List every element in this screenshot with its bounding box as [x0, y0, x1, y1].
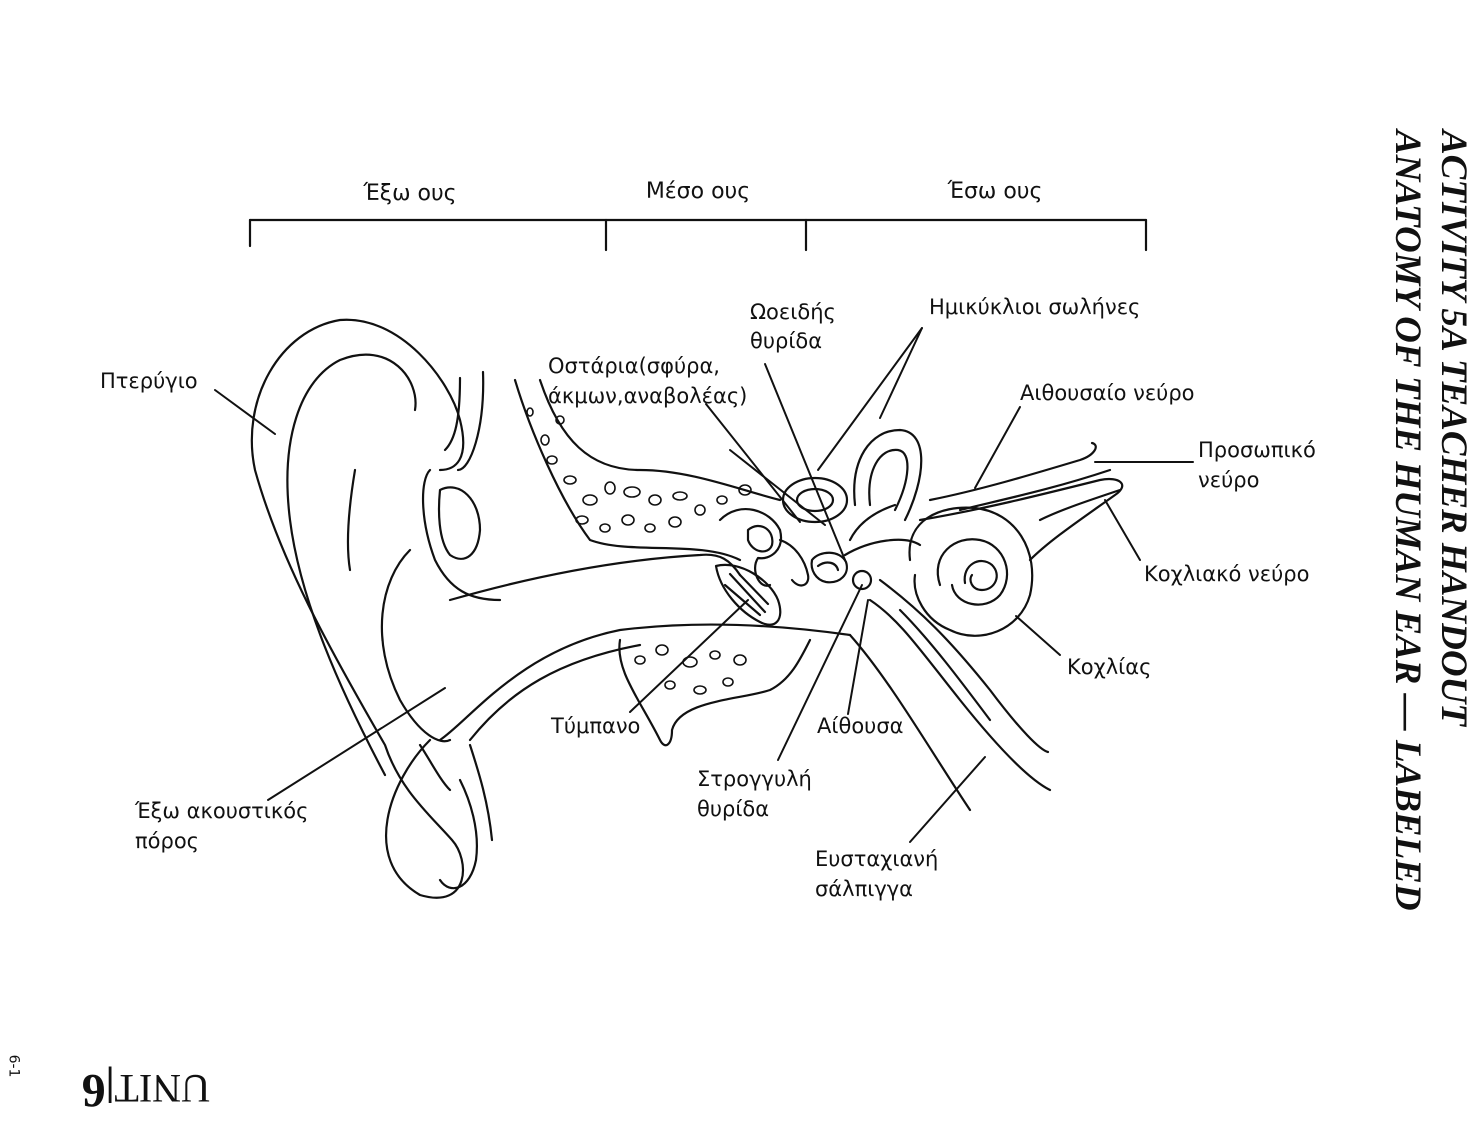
label-round-window-line2: θυρίδα: [697, 797, 770, 821]
label-vestibular-nerve: Αιθουσαίο νεύρο: [1020, 381, 1195, 405]
temporal-bone: [513, 378, 812, 747]
bone-texture: [526, 407, 752, 695]
label-eardrum: Τύμπανο: [551, 714, 641, 738]
label-eustachian-line1: Ευσταχιανή: [815, 847, 939, 871]
section-inner-ear: Έσω ους: [947, 179, 1043, 204]
label-round-window-line1: Στρογγυλή: [697, 767, 812, 791]
section-outer-ear: Έξω ους: [363, 181, 457, 206]
label-oval-window-line2: θυρίδα: [750, 329, 823, 353]
label-semicircular-canals: Ημικύκλιοι σωλήνες: [929, 295, 1141, 319]
pinna-shape: [250, 318, 502, 899]
label-ossicles-line1: Οστάρια(σφύρα,: [548, 354, 720, 378]
eustachian-tube-shape: [848, 578, 1052, 812]
section-middle-ear: Μέσο ους: [645, 179, 751, 204]
handout-title: ACTIVITY 5A TEACHER HANDOUT ANATOMY OF T…: [1368, 130, 1478, 940]
page-number: 6-1: [5, 1054, 22, 1078]
nerve-bundle: [918, 441, 1124, 562]
vestibule-shape: [843, 538, 922, 591]
section-brackets: [248, 218, 1148, 252]
unit-footer: UNIT|6 6-1: [5, 1054, 210, 1117]
label-vestibule: Αίθουσα: [817, 714, 904, 738]
label-pinna: Πτερύγιο: [100, 369, 198, 393]
ossicles-shape: [718, 508, 848, 587]
label-eustachian-line2: σάλπιγγα: [815, 877, 914, 901]
leader-lines: [214, 327, 1194, 843]
cochlea-shape: [908, 506, 1034, 637]
label-facial-nerve-line1: Προσωπικό: [1198, 438, 1316, 462]
unit-number: 6: [81, 1064, 106, 1117]
label-facial-nerve-line2: νεύρο: [1198, 468, 1260, 492]
ear-canal-shape: [438, 553, 852, 742]
label-cochlear-nerve: Κοχλιακό νεύρο: [1144, 562, 1310, 586]
label-ear-canal-line1: Έξω ακουστικός: [135, 799, 309, 823]
unit-word: UNIT: [114, 1066, 210, 1111]
label-ossicles-line2: άκμων,αναβολέας): [548, 384, 748, 408]
label-oval-window-line1: Ωοειδής: [750, 300, 836, 324]
title-line-2: ANATOMY OF THE HUMAN EAR — LABELED: [1387, 130, 1428, 911]
label-ear-canal-line2: πόρος: [135, 829, 199, 853]
semicircular-canals-shape: [781, 428, 923, 542]
title-line-1: ACTIVITY 5A TEACHER HANDOUT: [1433, 130, 1474, 726]
label-cochlea: Κοχλίας: [1067, 655, 1152, 679]
eardrum-shape: [714, 563, 782, 626]
